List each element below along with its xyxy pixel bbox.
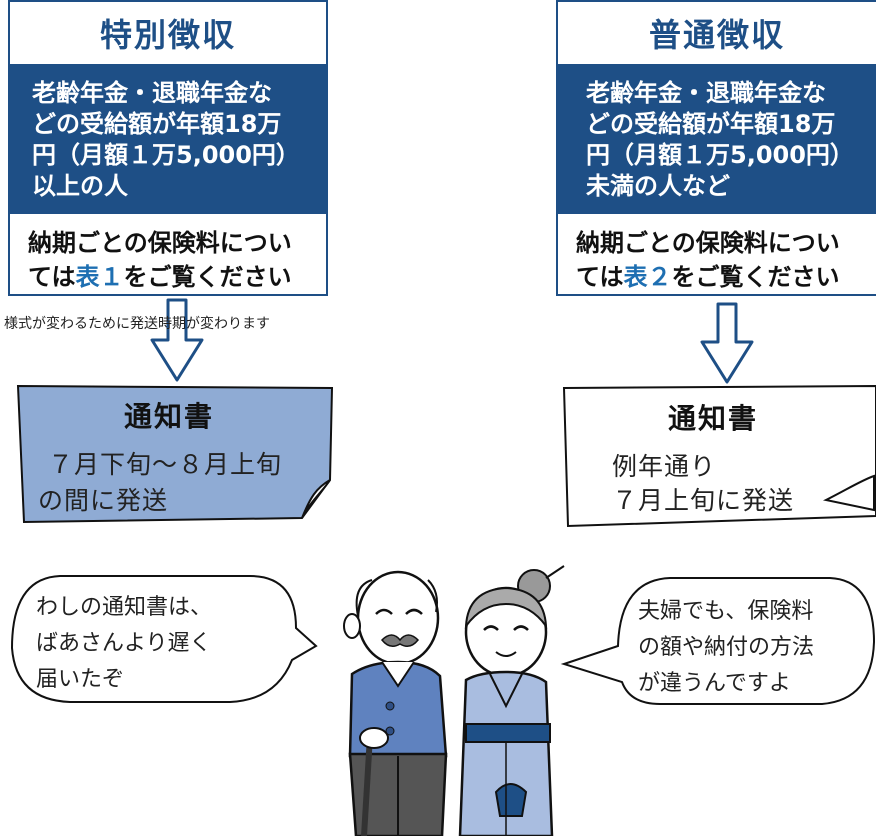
eligibility-line: 以上の人 xyxy=(32,172,128,200)
table-2-link[interactable]: 表２ xyxy=(623,263,672,291)
schedule-change-note: 様式が変わるために発送時期が変わります xyxy=(4,316,270,332)
special-collection-box: 特別徴収 老齢年金・退職年金な どの受給額が年額18万 円（月額１万5,000円… xyxy=(8,0,328,296)
reference-post: をご覧ください xyxy=(671,263,840,291)
speech-line: 夫婦でも、保険料 xyxy=(638,599,814,624)
eligibility-line: どの受給額が年額18万 xyxy=(32,110,282,138)
speech-line: が違うんですよ xyxy=(638,671,791,696)
regular-collection-box: 普通徴収 老齢年金・退職年金な どの受給額が年額18万 円（月額１万5,000円… xyxy=(556,0,876,296)
reference-line: ては表２をご覧ください xyxy=(576,260,876,294)
left-down-arrow xyxy=(150,298,204,382)
speech-line: ばあさんより遅く xyxy=(36,631,212,656)
reference-line: ては表１をご覧ください xyxy=(28,260,326,294)
speech-line: わしの通知書は、 xyxy=(36,595,213,620)
special-collection-reference: 納期ごとの保険料につい ては表１をご覧ください xyxy=(10,214,326,294)
right-notice-card-shape xyxy=(562,384,876,528)
table-1-link[interactable]: 表１ xyxy=(75,263,124,291)
eligibility-line: 未満の人など xyxy=(586,172,730,200)
right-down-arrow xyxy=(700,302,754,384)
speech-line: 届いたぞ xyxy=(36,667,125,692)
right-notice-line-2: ７月上旬に発送 xyxy=(612,486,795,515)
reference-pre: ては xyxy=(28,263,76,291)
left-notice-card-shape xyxy=(16,384,334,524)
eligibility-line: 円（月額１万5,000円） xyxy=(586,141,854,169)
reference-line: 納期ごとの保険料につい xyxy=(28,229,292,257)
reference-post: をご覧ください xyxy=(123,263,292,291)
eligibility-line: どの受給額が年額18万 xyxy=(586,110,836,138)
husband-speech: わしの通知書は、 ばあさんより遅く 届いたぞ xyxy=(36,590,212,698)
elderly-man-figure xyxy=(343,570,448,836)
speech-line: の額や納付の方法 xyxy=(638,635,815,660)
regular-collection-reference: 納期ごとの保険料につい ては表２をご覧ください xyxy=(558,214,876,294)
elderly-couple-illustration xyxy=(343,565,565,836)
right-notice-title: 通知書 xyxy=(668,402,759,435)
eligibility-line: 老齢年金・退職年金な xyxy=(586,79,826,107)
eligibility-line: 老齢年金・退職年金な xyxy=(32,79,272,107)
special-collection-title: 特別徴収 xyxy=(99,16,236,54)
right-notice-line-1: 例年通り xyxy=(612,452,717,481)
right-speech-bubble xyxy=(560,577,876,705)
left-notice-line-2: の間に発送 xyxy=(38,486,169,515)
left-speech-bubble xyxy=(10,575,318,703)
special-collection-eligibility: 老齢年金・退職年金な どの受給額が年額18万 円（月額１万5,000円） 以上の… xyxy=(10,64,326,214)
left-notice-title: 通知書 xyxy=(124,400,215,433)
reference-pre: ては xyxy=(576,263,624,291)
eligibility-line: 円（月額１万5,000円） xyxy=(32,141,300,169)
regular-collection-eligibility: 老齢年金・退職年金な どの受給額が年額18万 円（月額１万5,000円） 未満の… xyxy=(558,64,876,214)
left-notice-line-1: ７月下旬～８月上旬 xyxy=(48,450,283,479)
reference-line: 納期ごとの保険料につい xyxy=(576,229,840,257)
wife-speech: 夫婦でも、保険料 の額や納付の方法 が違うんですよ xyxy=(638,594,814,702)
elderly-woman-figure xyxy=(458,565,565,836)
regular-collection-title: 普通徴収 xyxy=(648,16,785,54)
